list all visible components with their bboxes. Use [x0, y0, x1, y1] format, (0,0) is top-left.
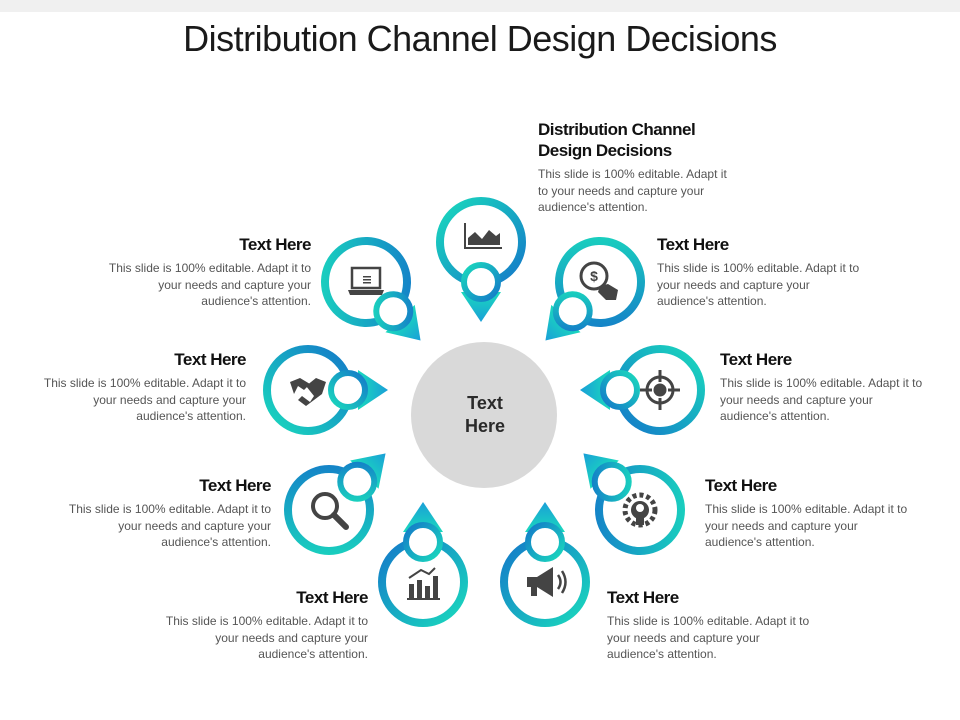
center-circle: [411, 342, 557, 488]
label-bottom-right: Text Here This slide is 100% editable. A…: [607, 587, 812, 663]
label-right-3: Text Here This slide is 100% editable. A…: [705, 475, 910, 551]
label-body: This slide is 100% editable. Adapt it to…: [43, 376, 246, 423]
handshake-icon: [290, 378, 326, 406]
label-left-1: Text Here This slide is 100% editable. A…: [106, 234, 312, 310]
label-body: This slide is 100% editable. Adapt it to…: [720, 376, 923, 423]
label-heading: Text Here: [705, 476, 777, 495]
dollar-click-icon: $: [579, 261, 618, 300]
label-body: This slide is 100% editable. Adapt it to…: [607, 614, 810, 661]
label-left-2: Text Here This slide is 100% editable. A…: [41, 349, 247, 425]
label-body: This slide is 100% editable. Adapt it to…: [705, 502, 908, 549]
label-heading: Distribution Channel Design Decisions: [538, 120, 696, 160]
label-heading: Text Here: [296, 588, 368, 607]
target-icon: [640, 370, 680, 410]
node-left-2: [263, 345, 388, 435]
node-left-1: [321, 237, 421, 341]
node-bottom-right: [500, 502, 590, 627]
label-body: This slide is 100% editable. Adapt it to…: [165, 614, 368, 661]
label-heading: Text Here: [720, 350, 792, 369]
node-right-1: $: [545, 237, 645, 341]
page-title: Distribution Channel Design Decisions: [183, 18, 777, 59]
center-label-line-1: Text: [467, 393, 503, 413]
svg-text:$: $: [590, 268, 598, 284]
label-body: This slide is 100% editable. Adapt it to…: [538, 167, 727, 214]
node-right-2: [580, 345, 705, 435]
label-body: This slide is 100% editable. Adapt it to…: [108, 261, 311, 308]
magnifier-icon: [311, 492, 349, 530]
label-body: This slide is 100% editable. Adapt it to…: [657, 261, 860, 308]
node-bottom-left: [378, 502, 468, 627]
center-label-line-2: Here: [464, 416, 506, 436]
label-heading: Text Here: [239, 235, 311, 254]
gear-bulb-icon: [622, 492, 658, 528]
label-right-2: Text Here This slide is 100% editable. A…: [720, 349, 925, 425]
label-left-3: Text Here This slide is 100% editable. A…: [66, 475, 272, 551]
node-left-3: [284, 453, 386, 555]
label-heading: Text Here: [607, 588, 679, 607]
label-bottom-left: Text Here This slide is 100% editable. A…: [163, 587, 369, 663]
bar-chart-icon: [407, 567, 440, 600]
label-heading: Text Here: [199, 476, 271, 495]
label-right-1: Text Here This slide is 100% editable. A…: [657, 234, 862, 310]
label-body: This slide is 100% editable. Adapt it to…: [68, 502, 271, 549]
node-right-3: [583, 453, 685, 555]
line-chart-icon: [464, 223, 502, 249]
megaphone-icon: [527, 567, 567, 597]
label-top: Distribution Channel Design Decisions Th…: [538, 119, 738, 216]
center-label: Text Here: [412, 392, 558, 438]
top-bar: [0, 0, 960, 12]
label-heading: Text Here: [174, 350, 246, 369]
node-top: [436, 197, 526, 322]
label-heading: Text Here: [657, 235, 729, 254]
laptop-icon: [348, 266, 384, 295]
